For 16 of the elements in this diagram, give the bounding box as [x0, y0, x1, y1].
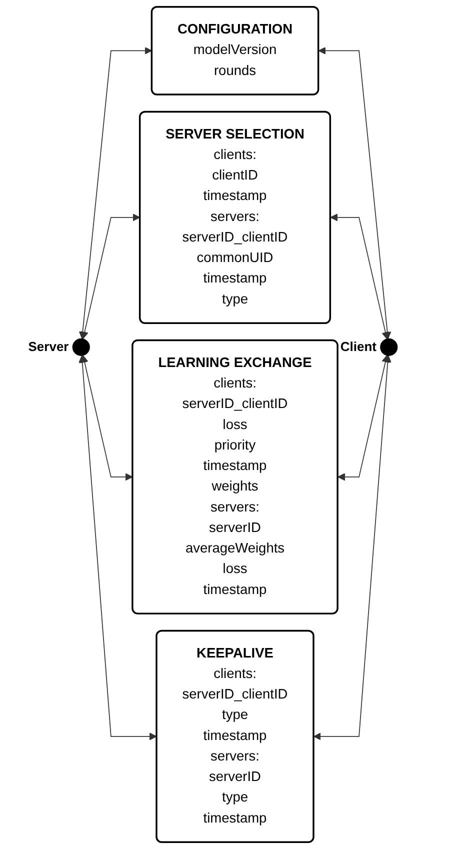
- node-box: CONFIGURATION modelVersion rounds: [150, 6, 320, 96]
- node-box: SERVER SELECTION clients: clientID timestamp servers: serverID_clientID commonUID timestamp type: [138, 110, 332, 324]
- arrow: [330, 214, 390, 340]
- node-caption: Server: [28, 339, 69, 354]
- node-circle: [380, 338, 398, 356]
- arrow: [338, 354, 390, 481]
- node-circle: [72, 338, 90, 356]
- arrow: [80, 214, 140, 340]
- node-box: KEEPALIVE clients: serverID_clientID type timestamp servers: serverID type timestamp: [156, 630, 314, 843]
- node-box: LEARNING EXCHANGE clients: serverID_clientID loss priority timestamp weights servers: serverID averageWeights loss timestamp: [132, 339, 338, 614]
- node-caption: Client: [340, 339, 377, 354]
- arrow: [78, 46, 152, 339]
- arrow: [314, 355, 392, 740]
- arrow: [78, 356, 157, 740]
- arrow: [318, 46, 392, 340]
- arrow: [80, 355, 133, 481]
